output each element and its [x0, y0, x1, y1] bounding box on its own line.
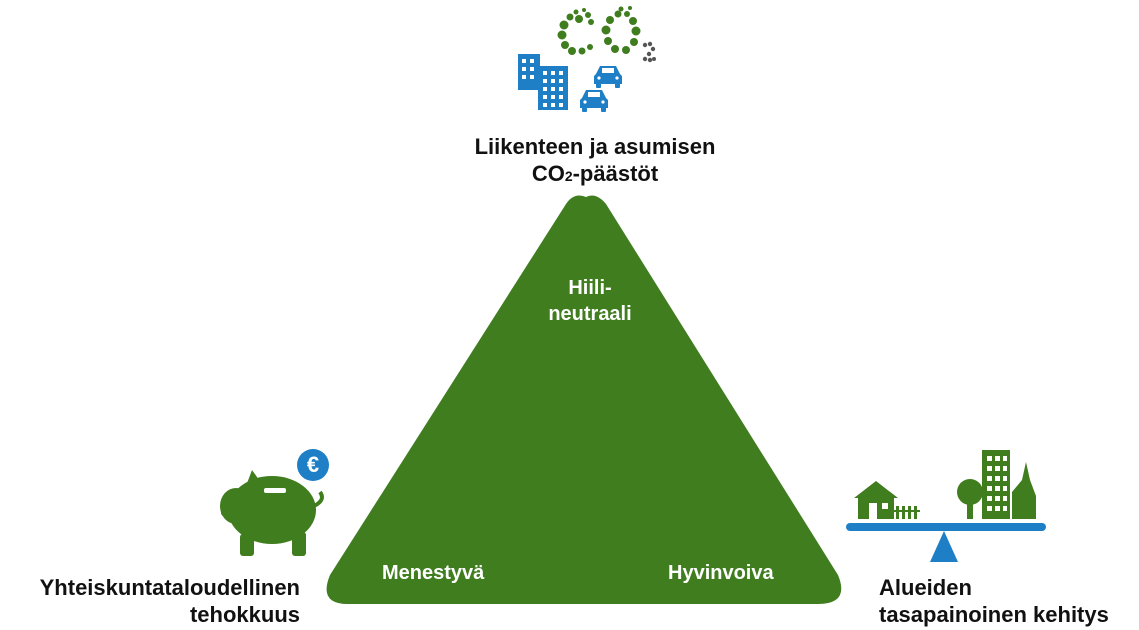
left-caption-line2: tehokkuus [189, 602, 300, 627]
co2-city-traffic-icon [518, 6, 656, 112]
euro-symbol: € [306, 452, 320, 477]
church-spire-icon [1012, 462, 1036, 519]
fence-icon [894, 506, 920, 519]
top-caption: Liikenteen ja asumisen CO2-päästöt [390, 133, 800, 190]
piggy-bank-icon [220, 470, 324, 556]
triangle-left-label: Menestyvä [382, 562, 485, 584]
house-icon [854, 481, 898, 519]
left-caption-line1: Yhteiskuntataloudellinen [39, 575, 300, 600]
top-caption-subscript: 2 [564, 168, 573, 184]
car-icon-lower [580, 90, 608, 112]
top-caption-line1: Liikenteen ja asumisen [474, 134, 716, 159]
coin-slot [264, 488, 286, 493]
balance-fulcrum [930, 531, 958, 562]
car-icon-upper [594, 66, 622, 88]
right-caption-line1: Alueiden [879, 575, 972, 600]
right-caption: Alueiden tasapainoinen kehitys [879, 574, 1137, 628]
triangle-top-label: Hiili- neutraali [520, 275, 660, 327]
sustainability-triangle [326, 195, 842, 604]
piggy-bank-euro-icon [220, 449, 329, 556]
top-caption-co: CO [531, 161, 565, 186]
left-caption: Yhteiskuntataloudellinen tehokkuus [0, 574, 300, 628]
buildings-icon [518, 54, 568, 110]
top-caption-rest: -päästöt [572, 161, 659, 186]
tree-icon [957, 479, 983, 519]
balance-beam [846, 523, 1046, 531]
balance-scale-town-city-icon [846, 450, 1046, 562]
co2-letter-o-dots [601, 6, 641, 54]
right-caption-line2: tasapainoinen kehitys [879, 602, 1109, 627]
city-building-icon [982, 450, 1010, 519]
triangle-top-label-line2: neutraali [548, 303, 632, 325]
triangle-right-label: Hyvinvoiva [668, 562, 774, 584]
top-caption-line2: CO2-päästöt [390, 160, 800, 190]
euro-coin-icon [297, 449, 329, 481]
co2-subscript-2-dots [642, 41, 656, 63]
co2-letter-c-dots [557, 8, 594, 55]
triangle-top-label-line1: Hiili- [568, 277, 612, 299]
